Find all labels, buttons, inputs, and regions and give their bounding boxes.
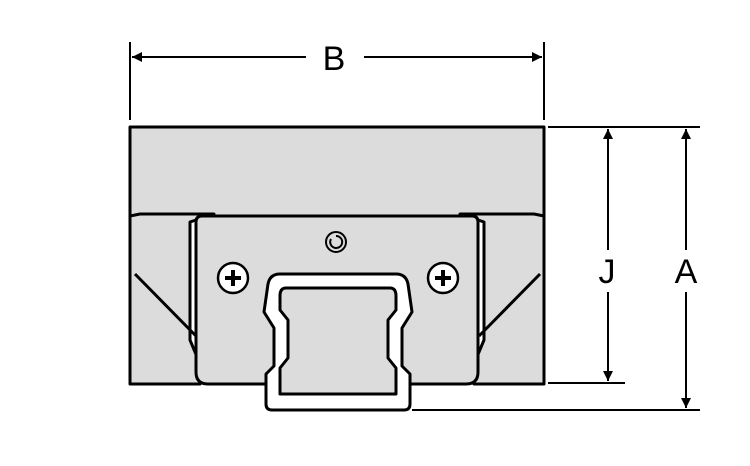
dimension-b xyxy=(129,42,545,120)
block-top-plate xyxy=(128,125,546,218)
left-seal-line xyxy=(133,272,198,338)
dimension-j xyxy=(548,126,700,384)
guide-rail xyxy=(262,272,414,412)
screw-icon xyxy=(216,261,250,295)
screw-icon xyxy=(426,261,460,295)
rail-inner xyxy=(278,286,398,396)
carriage-block xyxy=(128,125,546,386)
height-label: A xyxy=(675,253,698,291)
grease-nipple-icon xyxy=(325,231,347,253)
rail-height-label: J xyxy=(599,253,616,291)
left-end-cap xyxy=(128,212,216,386)
right-end-cap xyxy=(458,212,546,386)
width-label: B xyxy=(323,40,346,78)
dimension-a xyxy=(412,129,700,411)
right-seal-line xyxy=(477,272,542,338)
